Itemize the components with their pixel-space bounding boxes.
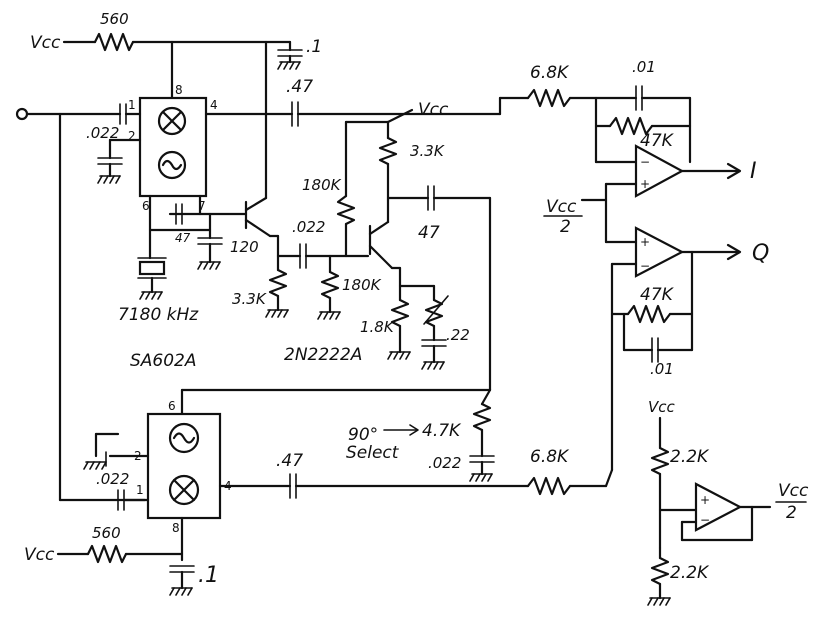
svg-text:3.3K: 3.3K [410,142,445,160]
q-channel-opamp: Vcc 2 + − Q 47K .01 6.8K [526,197,769,496]
svg-text:4: 4 [210,98,218,112]
svg-text:6.8K: 6.8K [530,63,570,83]
svg-text:1: 1 [136,483,144,497]
svg-text:Vcc: Vcc [546,197,577,217]
svg-text:.1: .1 [198,563,219,588]
svg-text:2.2K: 2.2K [670,563,710,583]
top-input-caps: .022 [86,103,142,184]
r560-label-top: 560 [100,10,129,28]
mixer-ic-top: 8 1 2 4 6 7 [128,83,218,213]
svg-text:.01: .01 [650,360,674,378]
svg-text:8: 8 [175,83,183,97]
svg-text:.22: .22 [446,326,470,344]
svg-text:Select: Select [346,443,400,463]
svg-text:2: 2 [128,129,136,143]
svg-text:6.8K: 6.8K [530,447,570,467]
phase-select-network: 4.7K .022 90° Select [346,388,495,482]
svg-text:−: − [700,513,710,527]
svg-text:.022: .022 [428,454,461,472]
svg-text:8: 8 [172,521,180,535]
output-q: Q [752,241,769,266]
svg-text:−: − [640,155,650,169]
svg-text:.47: .47 [286,77,313,97]
svg-text:Vcc: Vcc [418,100,449,120]
svg-text:Vcc: Vcc [648,398,676,416]
svg-text:1.8K: 1.8K [360,318,395,336]
amplifier-stage: .022 180K 180K Vcc 3.3K 1.8K 2N2222A [284,100,492,392]
transistor-label: 2N2222A [284,345,362,365]
c01-label-top: .1 [306,37,322,57]
svg-text:560: 560 [92,524,121,542]
svg-text:6: 6 [168,399,176,413]
top-vcc-resistor: Vcc 560 .1 [30,10,322,200]
vcc-half-divider: Vcc 2.2K + − Vcc 2 2.2K [647,398,809,606]
svg-text:+: + [640,177,650,191]
svg-text:Vcc: Vcc [778,481,809,501]
svg-text:3.3K: 3.3K [232,290,267,308]
output-i: I [750,159,757,184]
svg-text:.01: .01 [632,58,656,76]
svg-text:.022: .022 [292,218,325,236]
svg-text:−: − [640,259,650,273]
svg-text:47: 47 [175,231,191,245]
svg-text:1: 1 [128,98,136,112]
svg-text:180K: 180K [342,276,382,294]
svg-text:.022: .022 [86,124,119,142]
svg-text:Vcc: Vcc [24,545,55,565]
svg-text:6: 6 [142,199,150,213]
mixer-ic-bottom: 6 2 1 4 8 .022 .47 .1 Vcc 560 [24,388,530,596]
top-output-cap: .47 [204,77,530,127]
ic-label: SA602A [130,351,197,371]
svg-text:120: 120 [230,238,259,256]
svg-text:.47: .47 [276,451,303,471]
svg-text:90°: 90° [348,425,378,445]
vcc-label-top: Vcc [30,33,61,53]
svg-text:2: 2 [786,503,797,523]
svg-text:4.7K: 4.7K [422,421,462,441]
svg-text:47K: 47K [640,285,675,305]
svg-text:47K: 47K [640,131,675,151]
oscillator: 47 120 7180 kHz 3.3K [118,194,302,325]
svg-text:2: 2 [560,217,571,237]
svg-text:180K: 180K [302,176,342,194]
svg-text:+: + [700,493,710,507]
svg-text:2.2K: 2.2K [670,447,710,467]
svg-text:47: 47 [418,223,440,243]
svg-text:+: + [640,235,650,249]
svg-text:7: 7 [198,199,206,213]
svg-text:.022: .022 [96,470,129,488]
i-channel-opamp: 6.8K .01 47K − + I [526,58,757,244]
svg-text:7180 kHz: 7180 kHz [118,305,199,325]
